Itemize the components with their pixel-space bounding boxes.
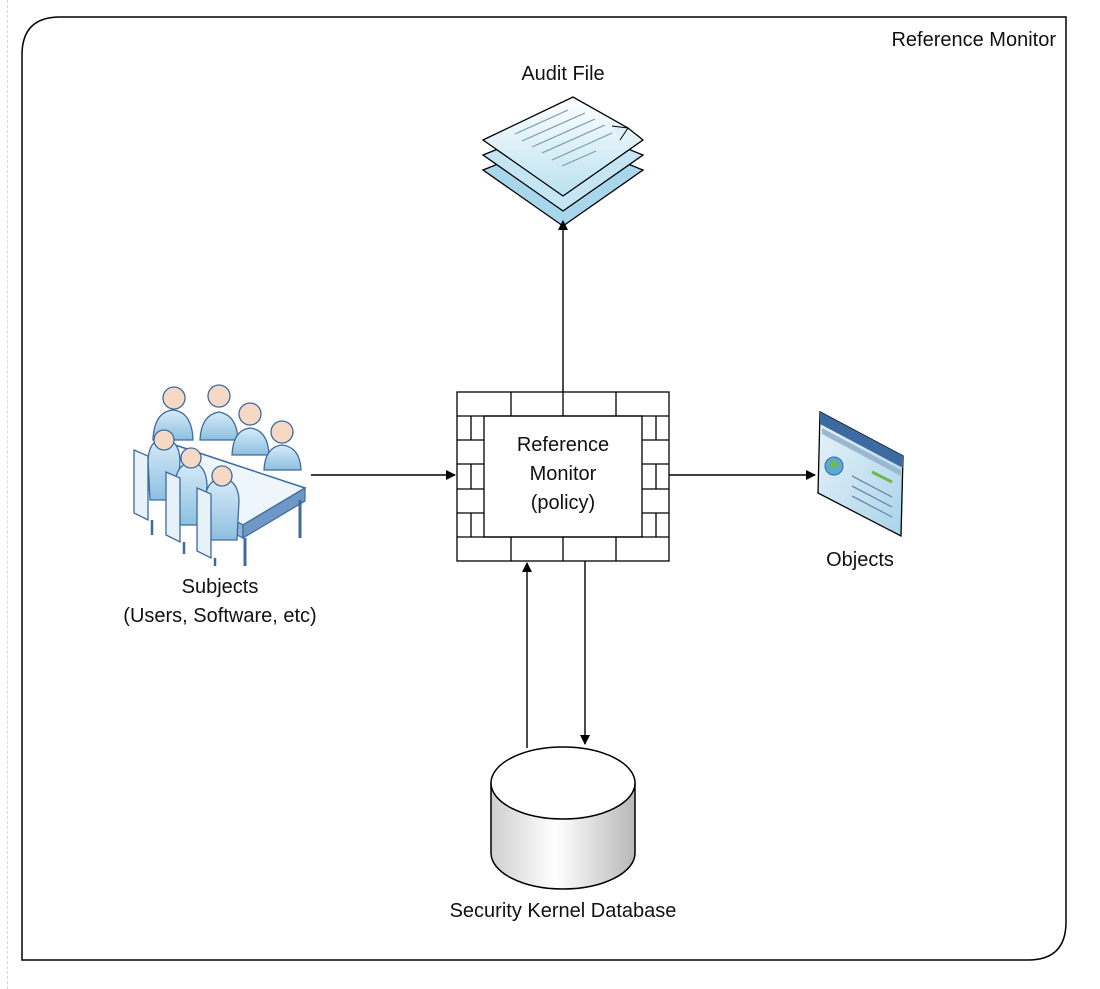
meeting-people-icon [133, 384, 307, 566]
subjects-label-line2: (Users, Software, etc) [123, 605, 317, 627]
left-guide-line [7, 0, 8, 989]
monitor-label-line1: Reference [516, 434, 610, 456]
frame-border [21, 16, 1067, 961]
web-page-icon [817, 410, 904, 538]
brick-wall-icon [456, 391, 670, 562]
monitor-label-line3: (policy) [530, 492, 596, 514]
monitor-label-line2: Monitor [529, 463, 597, 485]
subjects-label-line1: Subjects [181, 576, 259, 598]
objects-label: Objects [826, 549, 894, 571]
connectors [311, 220, 816, 748]
database-label: Security Kernel Database [449, 900, 677, 922]
audit-file-label: Audit File [521, 63, 605, 85]
stacked-documents-icon [481, 96, 645, 227]
database-cylinder-icon [490, 746, 636, 890]
frame-title: Reference Monitor [891, 29, 1056, 51]
